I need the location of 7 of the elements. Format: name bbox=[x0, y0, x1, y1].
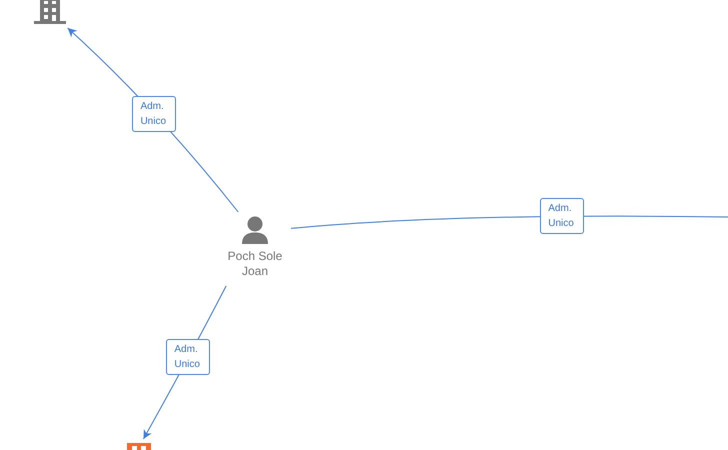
edge-label: Adm. Unico bbox=[166, 339, 210, 376]
edge-label: Adm. Unico bbox=[132, 96, 176, 132]
edge-label: Adm. Unico bbox=[540, 198, 584, 234]
building-icon bbox=[34, 0, 66, 24]
connector-line bbox=[290, 216, 728, 229]
person-name: Poch Sole Joan bbox=[226, 249, 284, 279]
building-icon bbox=[127, 443, 151, 450]
